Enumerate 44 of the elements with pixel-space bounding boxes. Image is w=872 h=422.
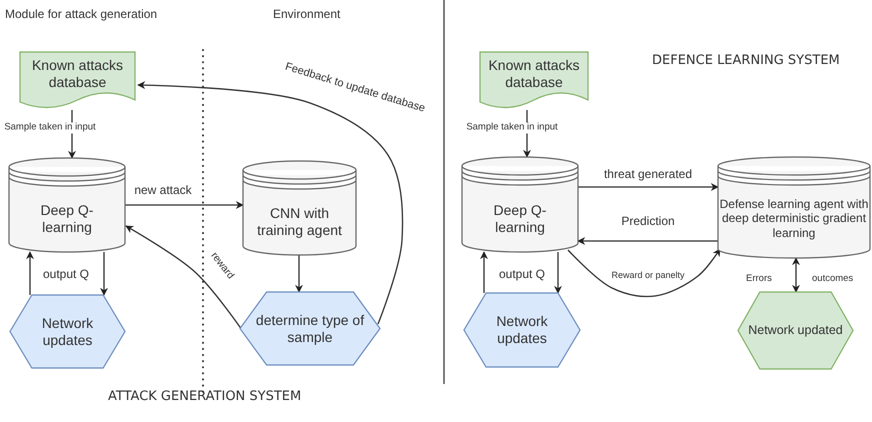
hexagon-shape (464, 293, 580, 367)
arrow (578, 183, 719, 191)
node-label: Network updates (40, 314, 94, 348)
document-shape (480, 52, 588, 110)
arrow (577, 237, 718, 245)
node-label: Known attacks database (30, 57, 124, 91)
section-title: ATTACK GENERATION SYSTEM (108, 389, 302, 404)
arrow (26, 251, 34, 295)
hexagon-shape (10, 295, 125, 368)
text-label: outcomes (812, 273, 854, 284)
edge-label: Sample taken in input (464, 122, 560, 134)
database-cylinder (718, 157, 870, 258)
arrow (554, 252, 562, 294)
node-label: determine type of sample (254, 312, 366, 346)
edge-label: Reward or panelty (609, 270, 687, 280)
text-label: Errors (746, 273, 772, 284)
node-label: Network updated (748, 323, 843, 338)
node-label: Deep Q-learning (492, 202, 548, 236)
edge-label: output Q (40, 268, 92, 282)
section-title: DEFENCE LEARNING SYSTEM (652, 53, 840, 68)
text-label: Module for attack generation (5, 7, 158, 21)
node-label: Defense learning agent with deep deterministic gradient learning (719, 196, 869, 240)
arrow (792, 257, 800, 293)
document-shape (20, 52, 135, 110)
edge-label: threat generated (602, 168, 694, 182)
arrow (568, 248, 721, 298)
edge-label: Sample taken in input (2, 122, 98, 134)
hexagon-shape (240, 292, 380, 365)
edge-label: output Q (496, 268, 548, 282)
arrow (125, 201, 244, 209)
hexagon-shape (738, 292, 853, 369)
database-cylinder (9, 158, 125, 252)
arrow (480, 251, 488, 293)
node-label: Network updates (495, 313, 549, 347)
node-label: CNN with training agent (256, 205, 343, 239)
arrow (125, 225, 243, 330)
database-cylinder (462, 157, 578, 252)
database-cylinder (243, 161, 356, 255)
arrow (295, 255, 303, 293)
node-label: Known attacks database (487, 57, 581, 91)
arrow (137, 81, 404, 324)
arrow (100, 252, 108, 296)
node-label: Deep Q-learning (40, 202, 94, 236)
text-label: Environment (273, 7, 340, 21)
